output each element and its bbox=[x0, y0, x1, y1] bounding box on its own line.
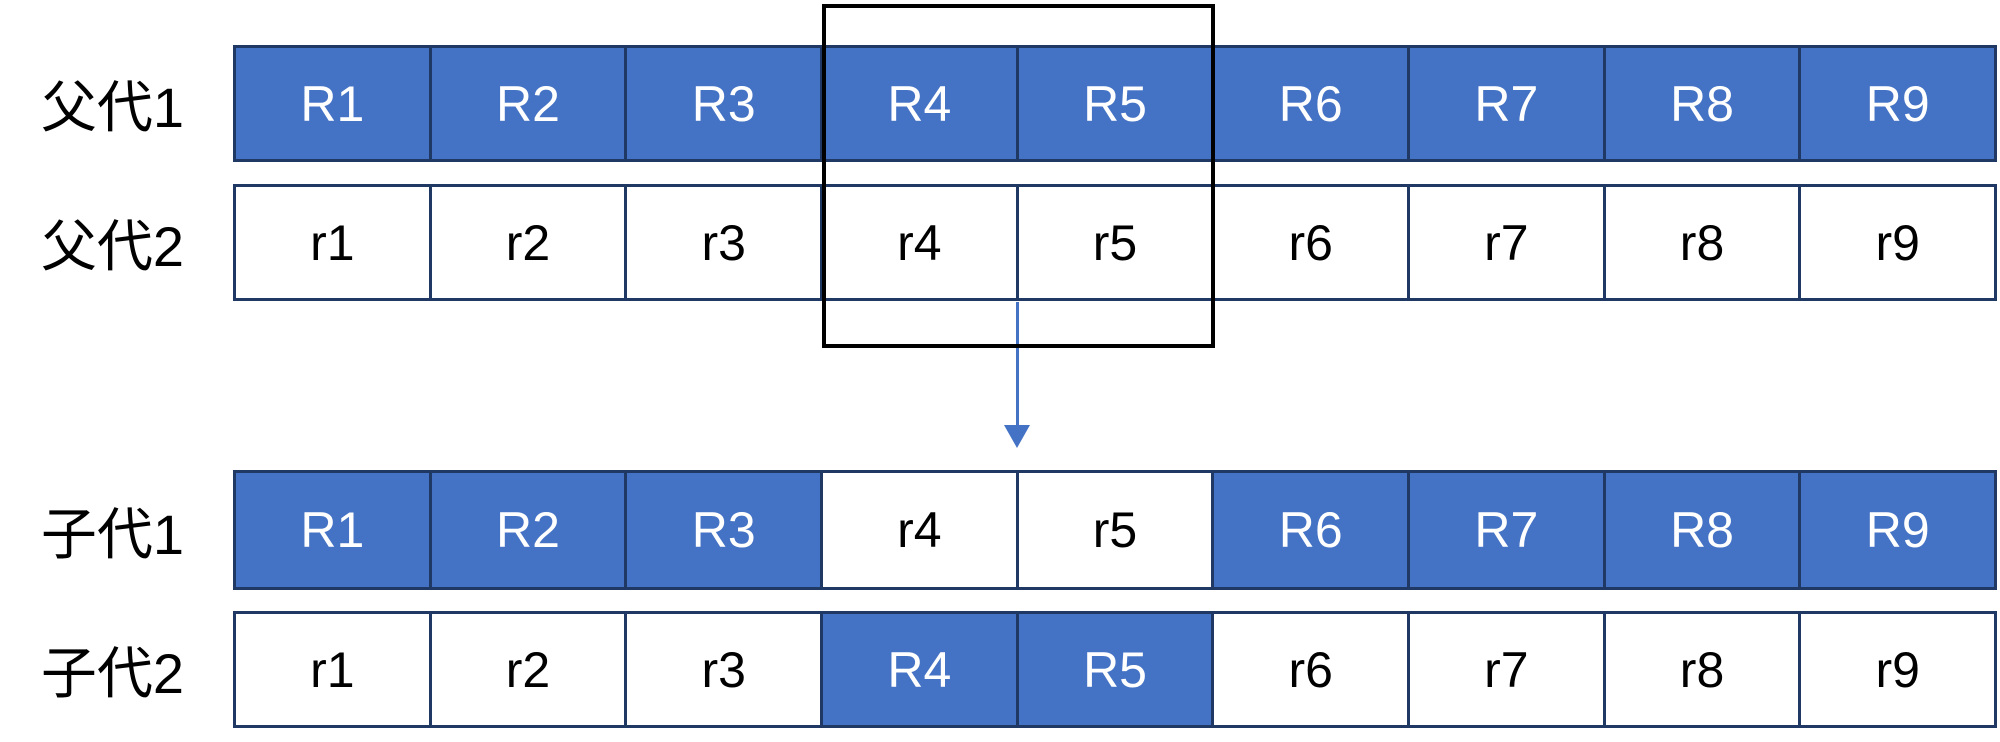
row-label-parent1: 父代1 bbox=[40, 76, 185, 139]
gene-cell: R5 bbox=[1018, 611, 1215, 728]
gene-cell: R3 bbox=[627, 45, 824, 162]
gene-cell: r2 bbox=[431, 611, 628, 728]
gene-cell: r5 bbox=[1018, 470, 1215, 590]
gene-cell: r2 bbox=[431, 184, 628, 301]
gene-cell: R4 bbox=[823, 611, 1019, 728]
gene-cell: r9 bbox=[1801, 184, 1998, 301]
crossover-selection-box bbox=[822, 4, 1215, 348]
gene-cell: R2 bbox=[431, 45, 628, 162]
gene-cell: r5 bbox=[1018, 184, 1215, 301]
gene-cell: R6 bbox=[1214, 470, 1411, 590]
gene-cell: R9 bbox=[1801, 470, 1998, 590]
gene-cell: r4 bbox=[823, 470, 1019, 590]
gene-cell: R3 bbox=[627, 470, 824, 590]
gene-cell: R8 bbox=[1605, 470, 1802, 590]
gene-cell: R7 bbox=[1410, 470, 1606, 590]
gene-cell: R8 bbox=[1605, 45, 1802, 162]
gene-cell: r1 bbox=[233, 611, 432, 728]
gene-cell: R2 bbox=[431, 470, 628, 590]
gene-cell: R1 bbox=[233, 470, 432, 590]
gene-cell: r8 bbox=[1605, 611, 1802, 728]
gene-cell: r1 bbox=[233, 184, 432, 301]
gene-cell: R7 bbox=[1410, 45, 1606, 162]
gene-cell: r6 bbox=[1214, 184, 1411, 301]
row-label-child1: 子代1 bbox=[40, 502, 185, 566]
down-arrow-stem bbox=[1016, 302, 1019, 426]
gene-cell: R4 bbox=[823, 45, 1019, 162]
row-label-child2: 子代2 bbox=[40, 642, 185, 705]
gene-cell: R9 bbox=[1801, 45, 1998, 162]
gene-cell: r4 bbox=[823, 184, 1019, 301]
down-arrow-icon bbox=[1004, 425, 1030, 448]
row-label-parent2: 父代2 bbox=[40, 215, 185, 278]
gene-cell: r6 bbox=[1214, 611, 1411, 728]
gene-cell: r3 bbox=[627, 184, 824, 301]
gene-cell: r8 bbox=[1605, 184, 1802, 301]
gene-cell: R1 bbox=[233, 45, 432, 162]
gene-cell: r7 bbox=[1410, 184, 1606, 301]
gene-cell: r9 bbox=[1801, 611, 1998, 728]
gene-cell: R6 bbox=[1214, 45, 1411, 162]
gene-cell: r7 bbox=[1410, 611, 1606, 728]
gene-cell: R5 bbox=[1018, 45, 1215, 162]
gene-cell: r3 bbox=[627, 611, 824, 728]
